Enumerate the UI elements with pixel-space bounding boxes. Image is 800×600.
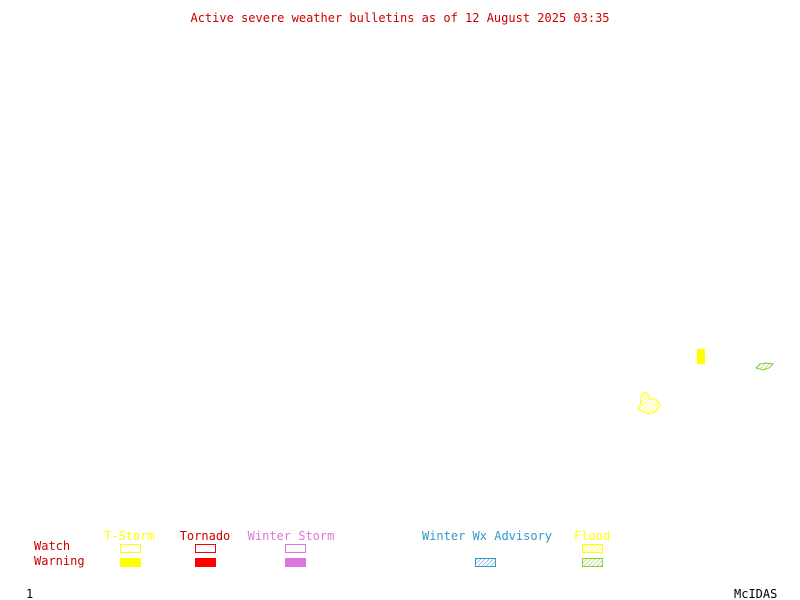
mcidas-label: McIDAS [734,587,778,600]
legend-header-flood: Flood [573,529,611,543]
legend-row-watch: Watch [34,539,71,553]
swatch-tstorm-warning [120,558,141,567]
swatch-winter-wx-advisory [475,558,496,567]
swatch-tornado-warning [195,558,216,567]
bulletin-title: Active severe weather bulletins as of 12… [190,11,610,25]
legend-header-tstorm: T-Storm [104,529,155,543]
legend-header-winter-wx-advisory: Winter Wx Advisory [421,529,553,543]
swatch-tornado-watch [195,544,216,553]
swatch-tstorm-watch [120,544,141,553]
legend-header-tornado: Tornado [179,529,231,543]
frame-number: 1 [26,587,34,600]
legend-header-winter-storm: Winter Storm [247,529,335,543]
swatch-flood-warning [582,558,603,567]
swatch-flood-watch [582,544,603,553]
flood-area-east [755,362,775,371]
tstorm-area-south [637,391,661,415]
swatch-winter-storm-watch [285,544,306,553]
tstorm-warning-area [697,349,705,364]
legend-row-warning: Warning [34,554,85,568]
swatch-winter-storm-warning [285,558,306,567]
